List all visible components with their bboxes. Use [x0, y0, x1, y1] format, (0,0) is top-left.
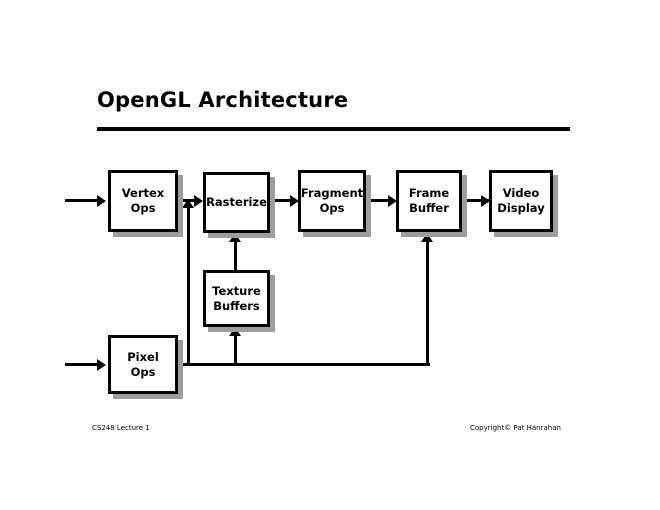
arrowhead-vertex-ops-to-rasterize: [194, 195, 203, 207]
edge-fragment-ops-to-frame-buffer: [366, 199, 392, 202]
footer-copyright: Copyright© Pat Hanrahan: [470, 424, 561, 432]
edge-texture-buffers-to-rasterize: [234, 238, 237, 270]
node-rasterize[interactable]: Rasterize: [203, 172, 270, 233]
arrowhead-frame-buffer-to-video-display: [481, 195, 490, 207]
arrowhead-rasterize-to-fragment-ops: [290, 195, 299, 207]
edge-rasterize-to-fragment-ops: [270, 199, 294, 202]
arrowhead-input-to-pixel-ops: [97, 359, 106, 371]
edge-input-to-pixel-ops: [65, 363, 103, 366]
node-fragment-ops[interactable]: Fragment Ops: [298, 170, 366, 232]
arrowhead-fragment-ops-to-frame-buffer: [388, 195, 397, 207]
node-pixel-ops-label: Pixel Ops: [127, 349, 159, 379]
arrowhead-bus-to-frame-buffer: [421, 233, 433, 242]
page-title: OpenGL Architecture: [97, 88, 349, 112]
node-pixel-ops[interactable]: Pixel Ops: [108, 335, 178, 394]
node-texture-buffers-label: Texture Buffers: [212, 283, 261, 313]
title-divider: [97, 127, 570, 131]
node-rasterize-label: Rasterize: [206, 195, 267, 210]
node-vertex-ops-label: Vertex Ops: [121, 186, 165, 215]
edge-bus-to-frame-buffer: [426, 238, 429, 364]
footer-lecture-label: CS248 Lecture 1: [92, 424, 150, 432]
edge-bus-to-vertex-ops: [187, 205, 190, 364]
node-video-display[interactable]: Video Display: [489, 170, 553, 232]
edge-pixel-ops-bus: [178, 363, 430, 366]
node-vertex-ops[interactable]: Vertex Ops: [108, 170, 178, 232]
node-frame-buffer[interactable]: Frame Buffer: [396, 170, 462, 232]
node-texture-buffers[interactable]: Texture Buffers: [203, 270, 270, 327]
arrowhead-bus-to-vertex-ops: [182, 199, 194, 208]
arrowhead-input-to-vertex-ops: [97, 195, 106, 207]
node-fragment-ops-label: Fragment Ops: [300, 186, 364, 215]
edge-bus-to-texture-buffers: [234, 332, 237, 364]
edge-frame-buffer-to-video-display: [462, 199, 489, 202]
node-frame-buffer-label: Frame Buffer: [408, 186, 450, 215]
node-video-display-label: Video Display: [497, 186, 545, 215]
edge-input-to-vertex-ops: [65, 199, 103, 202]
